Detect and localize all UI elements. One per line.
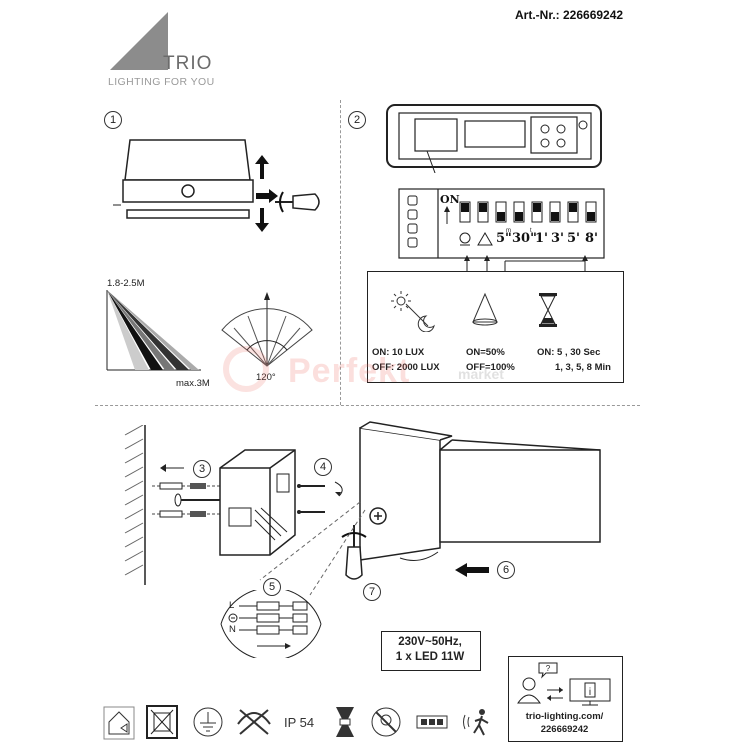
- hourglass-icon: [539, 293, 557, 327]
- sensor-angle: 120°: [256, 372, 276, 383]
- wire-neutral-label: N: [229, 624, 236, 635]
- protection-class-icon: [146, 705, 178, 739]
- no-dimmer-icon: [371, 707, 401, 737]
- step-number-5: 5: [263, 578, 281, 596]
- website-article: 226669242: [540, 724, 589, 735]
- house-icon: [103, 706, 135, 740]
- user-icon: [517, 677, 541, 704]
- lux-off-text: OFF: 2000 LUX: [372, 362, 440, 373]
- dip-connector-lines: [464, 255, 588, 271]
- step-number-1: 1: [104, 111, 122, 129]
- separator-horizontal: [95, 405, 640, 406]
- lux-on-text: ON: 10 LUX: [372, 347, 425, 358]
- dip-time-3m: 3': [551, 231, 565, 246]
- sensor-top-view: [221, 292, 313, 367]
- sensor-max-distance: max.3M: [176, 378, 210, 389]
- ip-rating: IP 54: [284, 715, 315, 730]
- range-off-text: OFF=100%: [466, 362, 515, 373]
- screwdriver-icon: [275, 191, 320, 213]
- step-number-4: 4: [314, 458, 332, 476]
- website-box: [508, 656, 623, 742]
- question-bubble-icon: ?: [538, 662, 558, 679]
- vertical-screwdriver-icon: [341, 525, 367, 580]
- dip-time-5m: 5': [567, 231, 581, 246]
- wire-live-label: L: [229, 600, 235, 611]
- dip-time-5s: 5": [496, 231, 512, 246]
- step-number-7: 7: [363, 583, 381, 601]
- sensor-height-range: 1.8-2.5M: [107, 278, 145, 289]
- triangle-logo-icon: [110, 12, 168, 70]
- detection-cone-icon: [472, 292, 498, 326]
- spec-voltage: 230V~50Hz,: [398, 636, 462, 648]
- svg-text:?: ?: [546, 664, 551, 673]
- svg-text:i: i: [589, 687, 591, 698]
- lamp-body-drawing: [359, 421, 601, 561]
- step-number-6: 6: [497, 561, 515, 579]
- step-number-3: 3: [193, 460, 211, 478]
- watermark-text: Perfekt: [288, 352, 411, 390]
- up-down-light-icon: [336, 707, 354, 737]
- side-screws: [297, 481, 343, 514]
- separator-vertical: [340, 100, 341, 405]
- sensor-side-view: [106, 290, 201, 371]
- spec-led: 1 x LED 11W: [395, 651, 465, 663]
- settings-box: [367, 271, 624, 383]
- screws-and-plugs: [152, 482, 220, 518]
- wiring-circle: [220, 590, 322, 658]
- watermark-subtext: market: [458, 366, 504, 382]
- dip-time-8m: 8': [585, 231, 599, 246]
- website-url: trio-lighting.com/: [525, 711, 604, 722]
- info-monitor-icon: i: [569, 678, 611, 706]
- exchange-arrows-icon: [547, 687, 563, 701]
- watermark-logo-icon: [223, 346, 269, 392]
- article-number: Art.-Nr.: 226669242: [515, 8, 624, 22]
- motion-sensor-icon: [463, 709, 489, 736]
- brand-tagline: LIGHTING FOR YOU: [108, 76, 215, 88]
- no-cover-insulation-icon: [237, 709, 271, 735]
- moon-icon: [405, 303, 435, 332]
- time-off-text: 1, 3, 5, 8 Min: [555, 362, 611, 373]
- ground-symbol-icon: [193, 707, 223, 737]
- mounting-plate-drawing: [219, 449, 296, 556]
- wiring-leader-lines: [259, 501, 366, 596]
- arrow-right-icon: [256, 189, 278, 203]
- dip-switch-panel: [398, 188, 605, 259]
- dip-superscript-t: t: [530, 228, 532, 234]
- wall-hatch: [124, 425, 146, 585]
- dip-on-label: ON: [440, 193, 460, 206]
- specs-box: [381, 631, 481, 671]
- arrow-push-left-icon: [455, 563, 489, 577]
- brand-name: TRIO: [163, 53, 213, 74]
- led-module-icon: [416, 715, 448, 729]
- step-number-2: 2: [348, 111, 366, 129]
- sun-icon: [391, 291, 411, 311]
- dip-superscript-m: m: [506, 228, 511, 234]
- time-on-text: ON: 5 , 30 Sec: [537, 347, 601, 358]
- arrow-left-icon: [160, 464, 184, 472]
- lamp-housing-drawing: [113, 139, 254, 219]
- arrow-up-icon: [255, 155, 269, 179]
- arrow-down-icon: [255, 208, 269, 232]
- open-housing-drawing: [386, 104, 602, 173]
- range-on-text: ON=50%: [466, 347, 505, 358]
- dip-time-30s: 30": [512, 231, 537, 246]
- dip-time-1m: 1': [535, 231, 549, 246]
